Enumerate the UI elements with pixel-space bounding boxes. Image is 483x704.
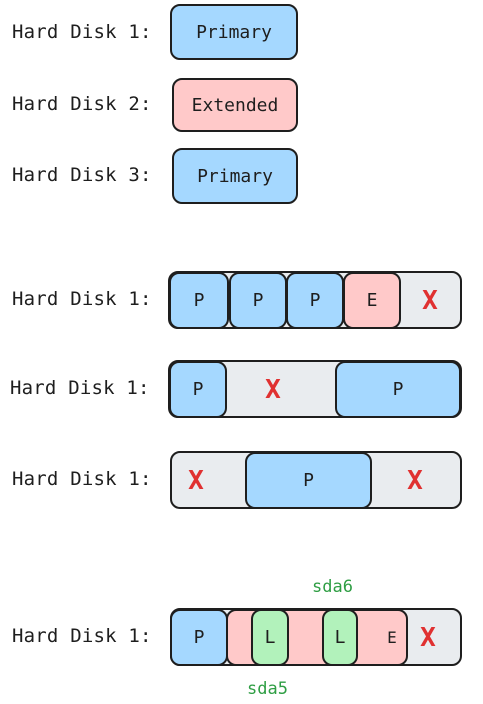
extended-partition-box: Extended <box>172 78 298 132</box>
sda6-annotation: sda6 <box>312 577 353 597</box>
disk-label: Hard Disk 1: <box>12 468 152 490</box>
primary-partition-block: P <box>229 272 287 329</box>
logical-partition-block: L <box>251 609 289 666</box>
invalid-x-mark: X <box>188 465 204 496</box>
extended-partition-block: E <box>343 272 401 329</box>
disk-label: Hard Disk 1: <box>10 377 150 399</box>
primary-partition-block: P <box>335 361 461 418</box>
primary-partition-block: P <box>169 361 227 418</box>
invalid-x-mark: X <box>407 465 423 496</box>
disk-label: Hard Disk 1: <box>12 21 152 43</box>
disk-label: Hard Disk 3: <box>12 164 152 186</box>
primary-partition-block: P <box>286 272 344 329</box>
disk-label: Hard Disk 1: <box>12 288 152 310</box>
logical-partition-block: L <box>322 609 358 666</box>
primary-partition-box: Primary <box>172 148 298 204</box>
disk-label: Hard Disk 2: <box>12 93 152 115</box>
invalid-x-mark: X <box>265 374 281 405</box>
primary-partition-block: P <box>170 609 228 666</box>
sda5-annotation: sda5 <box>247 679 288 699</box>
invalid-x-mark: X <box>422 285 438 316</box>
disk-label: Hard Disk 1: <box>12 625 152 647</box>
extended-label: E <box>387 628 397 647</box>
primary-partition-block: P <box>169 272 229 329</box>
invalid-x-mark: X <box>420 622 436 653</box>
primary-partition-block: P <box>245 452 372 509</box>
primary-partition-box: Primary <box>170 4 298 60</box>
